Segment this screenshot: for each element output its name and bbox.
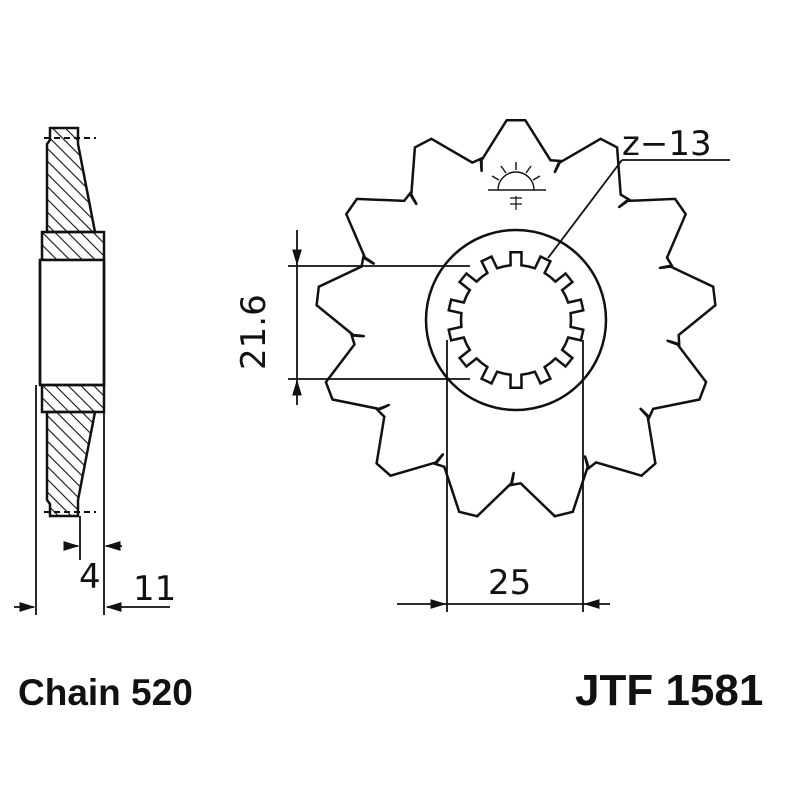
front-view xyxy=(315,118,717,518)
hub-circle xyxy=(424,228,608,412)
dim-11-label: 11 xyxy=(133,569,176,609)
lower-tooth-section xyxy=(45,410,97,518)
upper-tooth-section xyxy=(45,126,97,234)
upper-hub-section xyxy=(40,230,106,262)
chain-size-label: Chain 520 xyxy=(18,672,193,713)
rising-sun-logo-icon xyxy=(488,162,546,210)
dim-21-6 xyxy=(288,230,470,405)
spline-outline xyxy=(447,250,585,390)
dim-25-label: 25 xyxy=(488,563,531,603)
side-section-view xyxy=(14,126,170,615)
lower-hub-section xyxy=(40,383,106,414)
sprocket-teeth-outline xyxy=(315,118,717,518)
tooth-count-callout xyxy=(547,159,730,259)
tooth-count-label: z−13 xyxy=(622,124,712,164)
part-number-label: JTF 1581 xyxy=(575,666,764,715)
dim-21-6-label: 21.6 xyxy=(234,294,274,370)
dim-25 xyxy=(397,340,610,612)
dim-4-label: 4 xyxy=(79,557,101,597)
bore-section xyxy=(38,258,106,387)
